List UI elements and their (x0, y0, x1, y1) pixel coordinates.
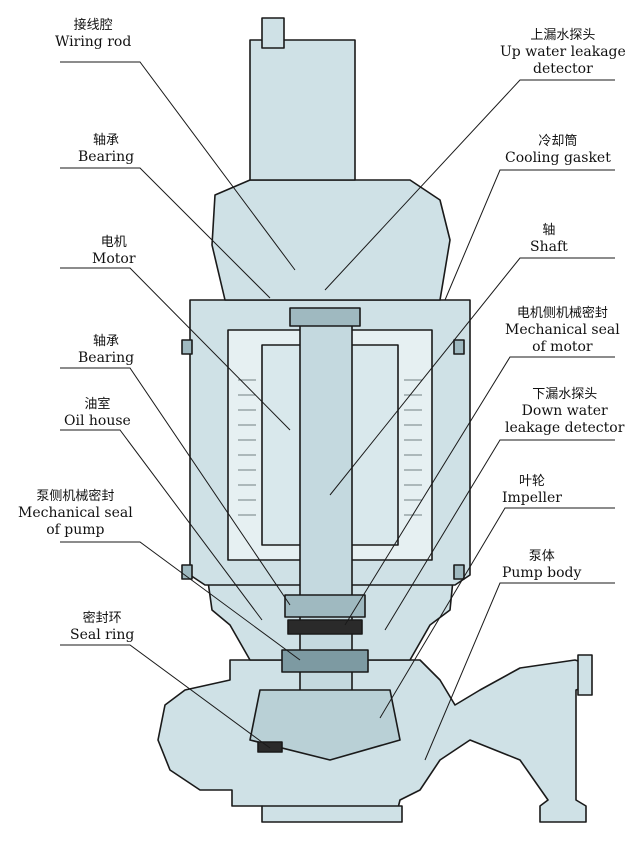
label-impeller: 叶轮 Impeller (502, 473, 562, 507)
label-down-leak-en2: leakage detector (505, 420, 625, 436)
label-up-leak-en2: detector (533, 61, 593, 77)
label-down-leak-en1: Down water (521, 403, 608, 419)
label-oil-house-zh: 油室 (84, 397, 111, 412)
label-up-leak: 上漏水探头 Up water leakage detector (500, 27, 626, 78)
label-mech-seal-motor-en1: Mechanical seal (505, 322, 620, 338)
label-mech-seal-motor-en2: of motor (532, 339, 593, 355)
label-up-leak-en1: Up water leakage (500, 44, 626, 60)
label-pump-body-zh: 泵体 (528, 549, 555, 564)
leader-up-leak (324, 79, 615, 291)
label-mech-seal-pump: 泵侧机械密封 Mechanical seal of pump (18, 488, 133, 539)
label-bearing-bottom: 轴承 Bearing (78, 333, 134, 367)
label-shaft: 轴 Shaft (530, 222, 568, 256)
label-shaft-en: Shaft (530, 239, 568, 255)
base-plate (261, 805, 403, 823)
label-shaft-zh: 轴 (542, 223, 556, 238)
leader-pump-body (424, 582, 615, 761)
label-bearing-top-zh: 轴承 (93, 133, 120, 148)
label-mech-seal-motor: 电机侧机械密封 Mechanical seal of motor (505, 305, 620, 356)
bolt (181, 564, 193, 580)
label-motor-zh: 电机 (100, 235, 127, 250)
label-cooling-gasket-en: Cooling gasket (505, 150, 611, 166)
label-cooling-gasket: 冷却筒 Cooling gasket (505, 133, 611, 167)
bolt (453, 564, 465, 580)
label-mech-seal-pump-en2: of pump (46, 522, 105, 538)
leader-mech-seal-motor (344, 356, 615, 626)
pump-seal (281, 649, 369, 673)
label-mech-seal-motor-zh: 电机侧机械密封 (516, 306, 608, 321)
leader-oil-house (60, 429, 263, 621)
label-mech-seal-pump-en1: Mechanical seal (18, 505, 133, 521)
seal-ring (257, 741, 283, 753)
lower-bearing (284, 594, 366, 618)
label-up-leak-zh: 上漏水探头 (530, 28, 596, 43)
motor-seal (287, 619, 363, 635)
leader-impeller (379, 507, 615, 719)
label-impeller-en: Impeller (502, 490, 562, 506)
leader-down-leak (384, 439, 615, 631)
upper-bearing (289, 307, 361, 327)
label-down-leak: 下漏水探头 Down water leakage detector (505, 386, 624, 437)
upper-housing (211, 179, 451, 301)
shaft (299, 309, 353, 751)
label-mech-seal-pump-zh: 泵侧机械密封 (36, 489, 115, 504)
leader-mech-seal-pump (60, 541, 301, 661)
bolt (181, 339, 193, 355)
label-seal-ring: 密封环 Seal ring (70, 610, 134, 644)
leader-bearing-top (60, 167, 271, 299)
label-pump-body-en: Pump body (502, 565, 582, 581)
label-oil-house: 油室 Oil house (64, 396, 131, 430)
label-bearing-bottom-en: Bearing (78, 350, 135, 366)
cable-chamber (249, 39, 356, 181)
impeller (249, 689, 401, 761)
bolt (453, 339, 465, 355)
label-pump-body: 泵体 Pump body (502, 548, 581, 582)
outlet-flange (577, 654, 593, 696)
label-wiring-rod-en: Wiring rod (55, 34, 132, 50)
cable-gland (261, 17, 285, 49)
label-bearing-top: 轴承 Bearing (78, 132, 134, 166)
label-impeller-zh: 叶轮 (518, 474, 545, 489)
label-wiring-rod: 接线腔 Wiring rod (55, 17, 131, 51)
label-wiring-rod-zh: 接线腔 (73, 18, 113, 33)
leader-motor (60, 267, 291, 431)
leader-seal-ring (60, 644, 271, 749)
label-seal-ring-zh: 密封环 (82, 611, 122, 626)
label-motor-en: Motor (92, 251, 136, 267)
leader-wiring-rod (60, 61, 296, 271)
label-motor: 电机 Motor (92, 234, 136, 268)
label-oil-house-en: Oil house (64, 413, 131, 429)
label-down-leak-zh: 下漏水探头 (532, 387, 598, 402)
label-seal-ring-en: Seal ring (70, 627, 135, 643)
leader-shaft (329, 257, 615, 496)
label-bearing-bottom-zh: 轴承 (93, 334, 120, 349)
leader-cooling-gasket (444, 169, 615, 301)
label-cooling-gasket-zh: 冷却筒 (538, 134, 578, 149)
label-bearing-top-en: Bearing (78, 149, 135, 165)
leader-bearing-bottom (60, 367, 291, 606)
